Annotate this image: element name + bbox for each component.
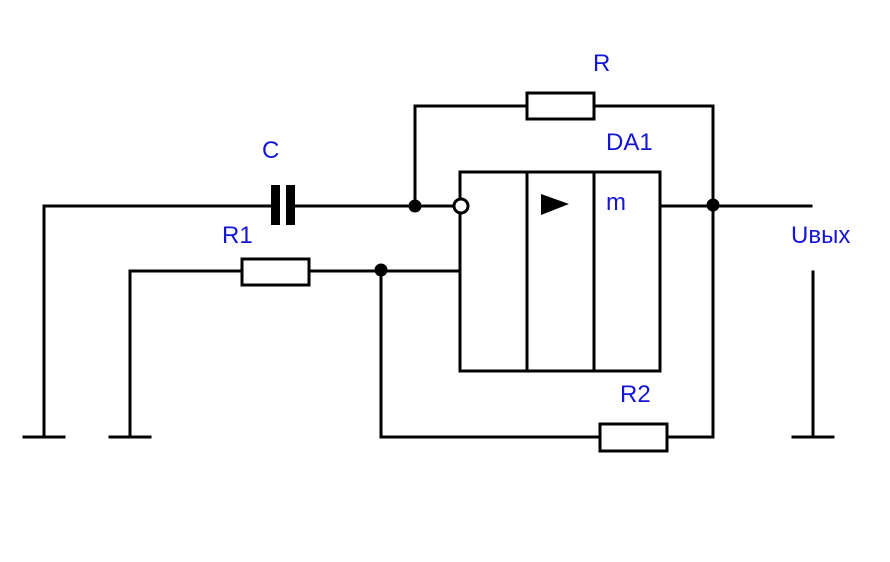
output-ground [791, 270, 835, 439]
resistor-r2 [598, 422, 669, 453]
label-uout: Uвых [791, 222, 850, 249]
junction-dot-input [408, 199, 422, 213]
label-r1: R1 [222, 222, 253, 249]
label-c: C [262, 137, 279, 164]
label-r2: R2 [620, 381, 651, 408]
opamp-da1 [452, 170, 662, 373]
resistor-r1 [240, 257, 311, 287]
amplifier-triangle-icon [541, 194, 569, 215]
inverting-input-circle [452, 197, 470, 215]
label-da1: DA1 [606, 129, 653, 156]
r2-branch [379, 204, 715, 453]
label-r: R [593, 50, 610, 77]
capacitor-c [271, 185, 295, 225]
input-wire [22, 204, 417, 439]
label-m: m [606, 189, 626, 216]
feedback-loop-r [413, 91, 715, 208]
r1-branch [108, 257, 460, 439]
resistor-r [525, 91, 596, 121]
